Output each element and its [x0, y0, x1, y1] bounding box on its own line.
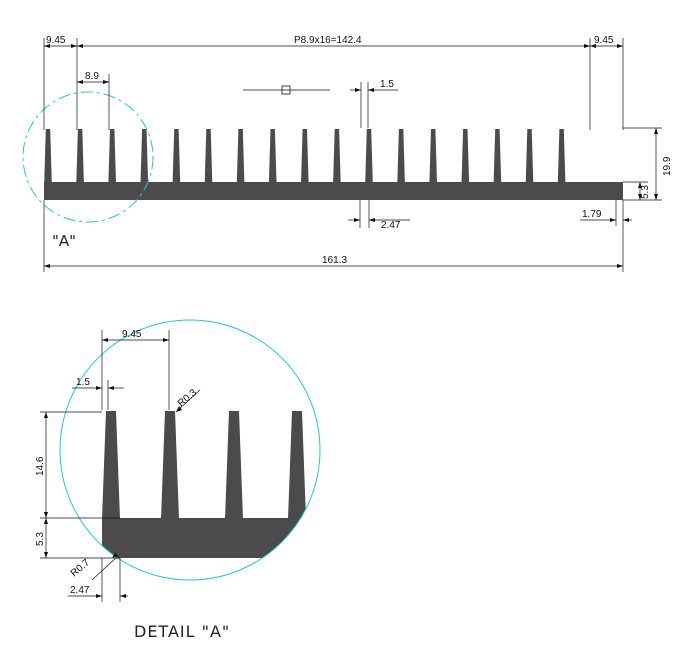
- heatsink-fin: [76, 129, 84, 183]
- main-arrowheads: [44, 44, 658, 268]
- center-mark: [243, 85, 330, 95]
- heatsink-fin: [365, 129, 373, 183]
- dim-fin-pitch: 8.9: [85, 71, 99, 82]
- detail-fin: [288, 411, 306, 519]
- dim-base-thickness: 5.3: [640, 185, 651, 199]
- heatsink-fin: [397, 129, 405, 183]
- heatsink-profile: [44, 129, 623, 200]
- dim-overall-height: 19.9: [662, 156, 673, 176]
- detail-fins: [102, 411, 306, 519]
- detail-a-marker: "A": [52, 232, 76, 250]
- detail-view: 9.45 1.5 R0.3 14.6 5.3 R0.7 2.47 DETAIL …: [35, 319, 321, 641]
- detail-dim-fin-tip: 1.5: [76, 377, 90, 388]
- heatsink-fin: [204, 129, 213, 183]
- heatsink-fin: [333, 129, 341, 183]
- detail-dim-root-radius: R0.7: [69, 557, 93, 579]
- dim-fin-tip: 1.5: [380, 79, 394, 90]
- heatsink-fin: [268, 129, 277, 183]
- detail-fin: [161, 411, 179, 519]
- detail-dim-tip-radius: R0.3: [176, 387, 200, 409]
- detail-profile: [102, 411, 320, 558]
- heatsink-fin: [172, 129, 181, 183]
- dim-right-margin: 9.45: [594, 35, 614, 46]
- heatsink-fin: [108, 129, 116, 183]
- detail-circle: [59, 319, 321, 581]
- heatsink-fin: [525, 129, 534, 183]
- dim-fin-root: 2.47: [381, 220, 401, 231]
- detail-fin: [102, 411, 120, 519]
- dim-left-margin: 9.45: [46, 35, 66, 46]
- heatsink-fin: [461, 129, 470, 183]
- detail-base: [102, 518, 320, 558]
- dim-overall-width: 161.3: [322, 255, 347, 266]
- heatsink-fin: [557, 129, 566, 183]
- heatsink-fin: [236, 129, 245, 183]
- detail-dim-fin-root: 2.47: [70, 585, 90, 596]
- dim-pitch-total: P8.9x16=142.4: [294, 35, 362, 46]
- detail-dim-fin-height: 14.6: [35, 456, 46, 476]
- detail-a-circle: [22, 91, 154, 223]
- detail-dim-base-thickness: 5.3: [35, 532, 46, 546]
- detail-fin: [225, 411, 243, 519]
- detail-dim-margin: 9.45: [122, 329, 142, 340]
- heatsink-fins: [44, 129, 566, 183]
- dim-edge-offset: 1.79: [582, 209, 602, 220]
- detail-title: DETAIL "A": [134, 622, 230, 641]
- main-view: "A": [22, 35, 673, 272]
- heatsink-fin: [429, 129, 437, 183]
- heatsink-fin: [493, 129, 502, 183]
- heatsink-base: [44, 182, 623, 200]
- heatsink-fin: [140, 129, 149, 183]
- heatsink-fin: [44, 129, 52, 183]
- detail-arrowheads: [44, 338, 182, 598]
- heatsink-fin: [301, 129, 309, 183]
